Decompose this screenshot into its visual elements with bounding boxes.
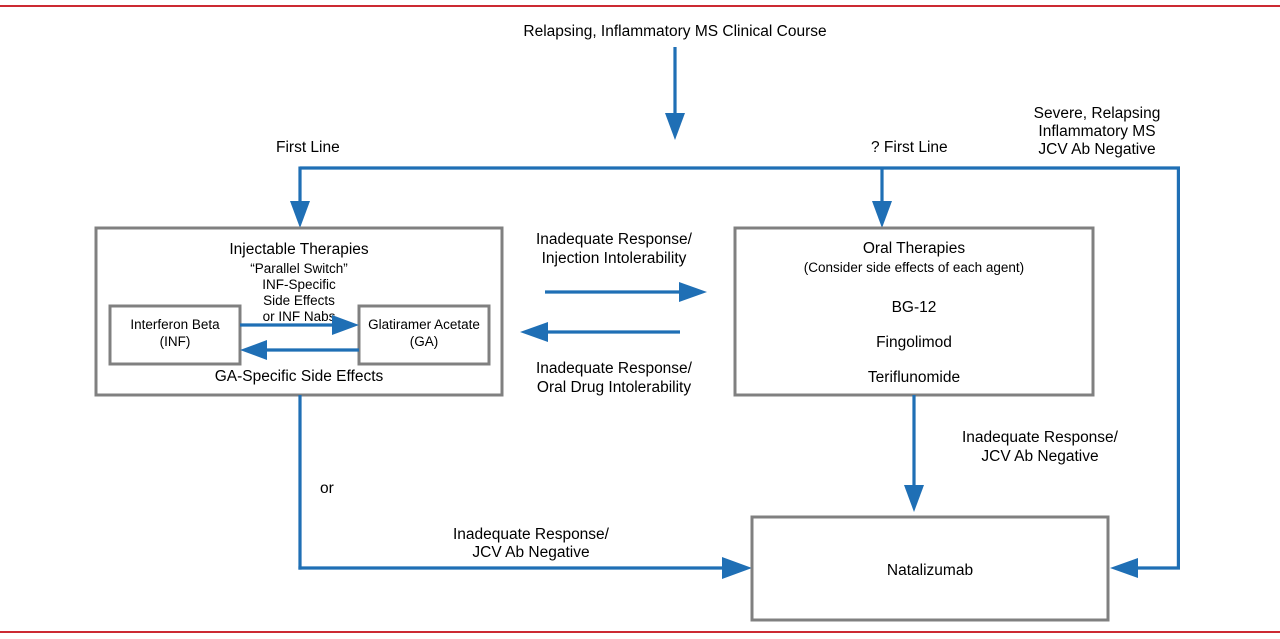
glatiramer-acetate-box — [357, 304, 491, 366]
injectable-title: Injectable Therapies — [229, 241, 369, 258]
interferon-beta-line-1: Interferon Beta — [130, 317, 220, 332]
root-title: Relapsing, Inflammatory MS Clinical Cour… — [523, 23, 826, 40]
oral-agent-1: Fingolimod — [876, 334, 952, 351]
edge-injectable-to-oral: Inadequate Response/ Injection Intolerab… — [536, 231, 707, 302]
glatiramer-acetate-line-2: (GA) — [410, 334, 439, 349]
oral-title: Oral Therapies — [863, 240, 965, 257]
edge-bus-to-oral — [872, 166, 892, 228]
interferon-beta-line-2: (INF) — [160, 334, 191, 349]
edge-bus-to-injectable — [290, 166, 310, 228]
injectable-reverse-reason: GA-Specific Side Effects — [215, 368, 384, 385]
inject-to-natal-label-2: JCV Ab Negative — [472, 544, 589, 561]
injectable-switch-reason-1: INF-Specific — [262, 277, 336, 292]
severe-line-3: JCV Ab Negative — [1038, 141, 1155, 158]
oral-to-natal-label-1: Inadequate Response/ — [962, 429, 1119, 446]
natalizumab-label: Natalizumab — [887, 562, 973, 579]
edge-label-first-line-left: First Line — [276, 139, 340, 156]
edge-root-to-split — [665, 47, 685, 140]
edge-inf-to-ga — [240, 315, 359, 335]
inject-to-natal-label-1: Inadequate Response/ — [453, 526, 610, 543]
edge-bus-to-natalizumab — [1110, 168, 1181, 578]
interferon-beta-box — [108, 304, 242, 366]
edge-injectable-to-natalizumab: or Inadequate Response/ JCV Ab Negative — [298, 395, 752, 579]
inject-to-oral-label-2: Injection Intolerability — [542, 250, 687, 267]
injectable-switch-reason-3: or INF Nabs — [263, 309, 336, 324]
edge-oral-to-natalizumab: Inadequate Response/ JCV Ab Negative — [904, 395, 1119, 512]
oral-agent-0: BG-12 — [892, 299, 937, 316]
top-rule-divider — [0, 5, 1280, 7]
severe-line-2: Inflammatory MS — [1038, 123, 1155, 140]
oral-to-inject-label-2: Oral Drug Intolerability — [537, 379, 691, 396]
edge-ga-to-inf — [240, 340, 359, 360]
oral-to-inject-label-1: Inadequate Response/ — [536, 360, 693, 377]
edge-label-first-line-right: ? First Line — [871, 139, 948, 156]
natalizumab-box — [750, 515, 1110, 622]
severe-line-1: Severe, Relapsing — [1034, 105, 1161, 122]
oral-therapies-box — [733, 226, 1095, 397]
glatiramer-acetate-line-1: Glatiramer Acetate — [368, 317, 480, 332]
oral-agent-2: Teriflunomide — [868, 369, 960, 386]
edge-label-severe-relapsing: Severe, Relapsing Inflammatory MS JCV Ab… — [1034, 105, 1161, 158]
or-label: or — [320, 480, 334, 497]
inject-to-oral-label-1: Inadequate Response/ — [536, 231, 693, 248]
injectable-parallel-switch: “Parallel Switch” — [250, 261, 348, 276]
oral-subtitle: (Consider side effects of each agent) — [804, 260, 1024, 275]
bottom-rule-divider — [0, 631, 1280, 633]
injectable-switch-reason-2: Side Effects — [263, 293, 335, 308]
oral-to-natal-label-2: JCV Ab Negative — [981, 448, 1098, 465]
edge-oral-to-injectable: Inadequate Response/ Oral Drug Intolerab… — [520, 322, 693, 396]
